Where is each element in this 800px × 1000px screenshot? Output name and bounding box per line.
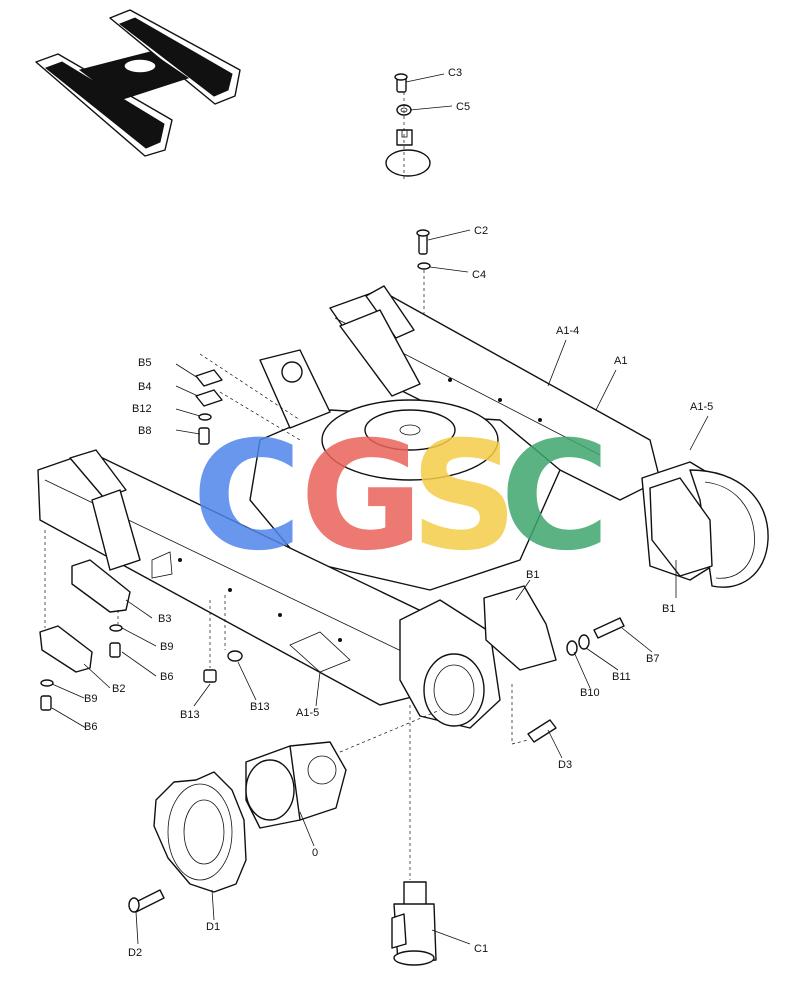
bracket-group-b bbox=[195, 353, 301, 445]
callout-b7: B7 bbox=[646, 653, 659, 665]
callout-b10: B10 bbox=[580, 687, 600, 699]
bolt-d2 bbox=[128, 889, 165, 913]
track-frame bbox=[37, 285, 769, 729]
bolt-d3 bbox=[511, 684, 557, 745]
sprocket bbox=[153, 771, 247, 893]
callout-b11: B11 bbox=[612, 671, 631, 683]
leader-lines bbox=[51, 73, 709, 945]
callout-b8: B8 bbox=[138, 425, 151, 437]
watermark: C G S C bbox=[192, 410, 610, 584]
callout-a1: A1 bbox=[614, 355, 627, 367]
callout-labels: C3 C5 C2 C4 A1-4 A1 A1-5 B5 B4 B12 B8 B1… bbox=[84, 67, 713, 959]
watermark-letter-c1: C bbox=[192, 410, 302, 584]
callout-b13-right: B13 bbox=[250, 701, 270, 713]
callout-d3: D3 bbox=[558, 759, 572, 771]
callout-c4: C4 bbox=[472, 269, 486, 281]
callout-b12: B12 bbox=[132, 403, 152, 415]
travel-motor bbox=[245, 709, 441, 829]
callout-c2: C2 bbox=[474, 225, 488, 237]
watermark-letter-g: G bbox=[300, 410, 423, 584]
callout-d1: D1 bbox=[206, 921, 220, 933]
callout-0: 0 bbox=[312, 847, 318, 859]
fastener-group-b7 bbox=[566, 617, 625, 656]
callout-b6-lower: B6 bbox=[84, 721, 97, 733]
callout-a1-4: A1-4 bbox=[556, 325, 579, 337]
callout-b5: B5 bbox=[138, 357, 151, 369]
callout-b9-upper: B9 bbox=[160, 641, 173, 653]
callout-b1-top: B1 bbox=[526, 569, 539, 581]
plugs-b13 bbox=[203, 595, 243, 683]
callout-b4: B4 bbox=[138, 381, 151, 393]
callout-a1-5-bottom: A1-5 bbox=[296, 707, 319, 719]
watermark-letter-c2: C bbox=[500, 410, 610, 584]
callout-b6-upper: B6 bbox=[160, 671, 173, 683]
cover-plates-b1 bbox=[483, 477, 713, 671]
callout-b2: B2 bbox=[112, 683, 125, 695]
swivel-joint bbox=[391, 705, 437, 966]
callout-b3: B3 bbox=[158, 613, 171, 625]
callout-b9-lower: B9 bbox=[84, 693, 97, 705]
callout-c1: C1 bbox=[474, 943, 488, 955]
callout-c3: C3 bbox=[448, 67, 462, 79]
watermark-letter-s: S bbox=[410, 410, 518, 584]
callout-d2: D2 bbox=[128, 947, 142, 959]
callout-a1-5-right: A1-5 bbox=[690, 401, 713, 413]
callout-c5: C5 bbox=[456, 101, 470, 113]
skid-plates bbox=[39, 530, 131, 711]
callout-b13-left: B13 bbox=[180, 709, 200, 721]
callout-b1-right: B1 bbox=[662, 603, 675, 615]
upper-fastener-group bbox=[385, 73, 431, 180]
undercarriage-thumbnail bbox=[35, 9, 241, 157]
